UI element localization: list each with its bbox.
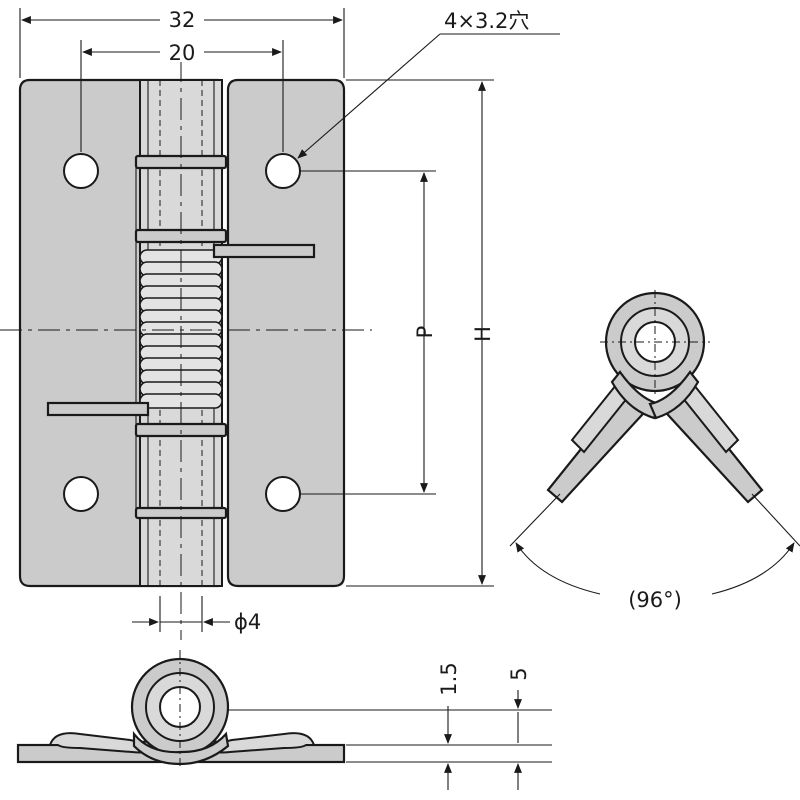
dim-h-label: H: [471, 326, 495, 342]
dimension-hole-pitch-height: P: [300, 170, 437, 495]
dim-20-label: 20: [169, 41, 196, 65]
dim-phi4-label: ϕ4: [234, 610, 261, 634]
right-leaf: [226, 78, 346, 588]
holes-callout: 4×3.2穴: [297, 9, 560, 159]
side-view-flat: [16, 650, 346, 770]
mounting-hole-bottom-right: [265, 476, 301, 512]
side-view-open: (96°): [509, 290, 800, 612]
spring-arm-left: [46, 401, 150, 417]
spring-arm-right: [212, 243, 316, 259]
dimension-overall-height: H: [346, 79, 495, 587]
mounting-hole-top-right: [265, 153, 301, 189]
mounting-hole-top-left: [63, 153, 99, 189]
holes-callout-label: 4×3.2穴: [444, 9, 529, 33]
dimension-overall-width: 32: [19, 6, 345, 78]
dimension-knuckle-height: 5: [228, 667, 552, 790]
front-view: [0, 60, 372, 640]
dim-p-label: P: [413, 326, 437, 339]
dimension-thickness: 1.5: [346, 662, 552, 790]
mounting-hole-bottom-left: [63, 476, 99, 512]
dim-32-label: 32: [169, 8, 196, 32]
dim-1-5-label: 1.5: [437, 662, 461, 695]
dimension-pin-diameter: ϕ4: [132, 596, 261, 634]
dim-5-label: 5: [507, 667, 531, 680]
dimension-hole-pitch-width: 20: [80, 38, 284, 152]
dim-angle-label: (96°): [628, 588, 682, 612]
